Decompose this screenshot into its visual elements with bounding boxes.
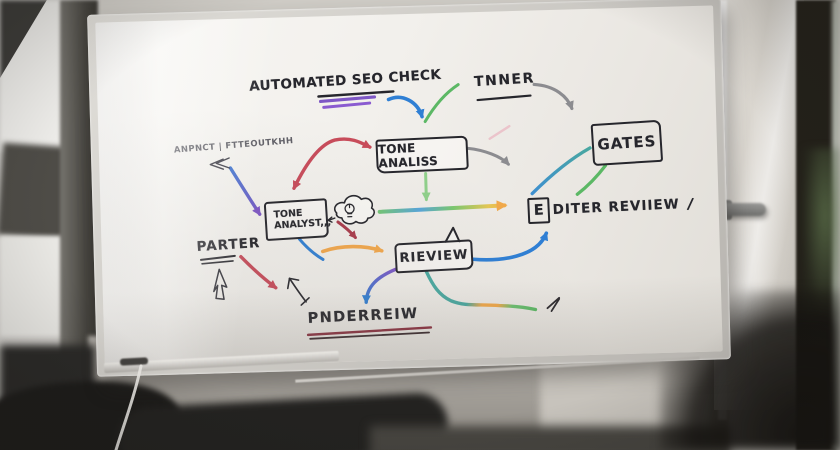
door-handle — [722, 203, 766, 216]
window-pane-bottom — [0, 236, 64, 336]
whiteboard-frame: AUTOMATED SEO CHECK TNNER ANPNCT | FTTEO… — [87, 0, 731, 377]
foliage-through-window — [803, 148, 840, 318]
whiteboard-surface: AUTOMATED SEO CHECK TNNER ANPNCT | FTTEO… — [95, 5, 723, 369]
board-reflection — [95, 5, 723, 369]
marker-on-tray — [119, 357, 149, 366]
